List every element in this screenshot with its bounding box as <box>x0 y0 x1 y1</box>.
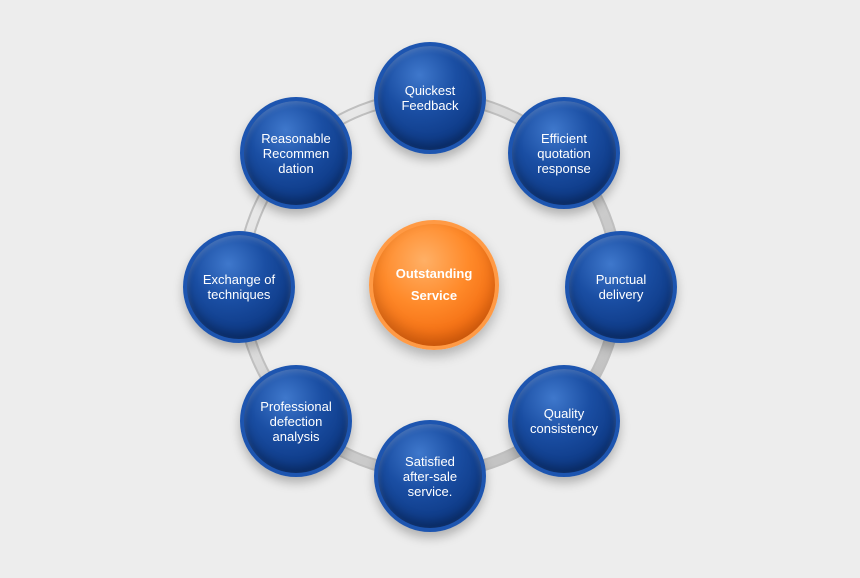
node-efficient-quotation-response: Efficient quotation response <box>508 97 620 209</box>
node-quality-consistency: Quality consistency <box>508 365 620 477</box>
center-node-outstanding-service: Outstanding Service <box>369 220 499 350</box>
node-punctual-delivery: Punctual delivery <box>565 231 677 343</box>
node-label: Satisfied after-sale service. <box>402 453 458 499</box>
node-professional-defection-analysis: Professional defection analysis <box>240 365 352 477</box>
node-label: Punctual delivery <box>595 272 647 302</box>
node-label: Quickest Feedback <box>401 83 459 113</box>
node-label: Professional defection analysis <box>260 398 332 444</box>
node-exchange-of-techniques: Exchange of techniques <box>183 231 295 343</box>
node-label: Reasonable Recommen dation <box>261 130 331 176</box>
node-label: Efficient quotation response <box>537 130 591 176</box>
center-label: Outstanding Service <box>395 266 473 303</box>
node-satisfied-after-sale-service: Satisfied after-sale service. <box>374 420 486 532</box>
node-label: Exchange of techniques <box>202 272 276 302</box>
node-reasonable-recommendation: Reasonable Recommen dation <box>240 97 352 209</box>
node-label: Quality consistency <box>530 406 598 436</box>
node-quickest-feedback: Quickest Feedback <box>374 42 486 154</box>
